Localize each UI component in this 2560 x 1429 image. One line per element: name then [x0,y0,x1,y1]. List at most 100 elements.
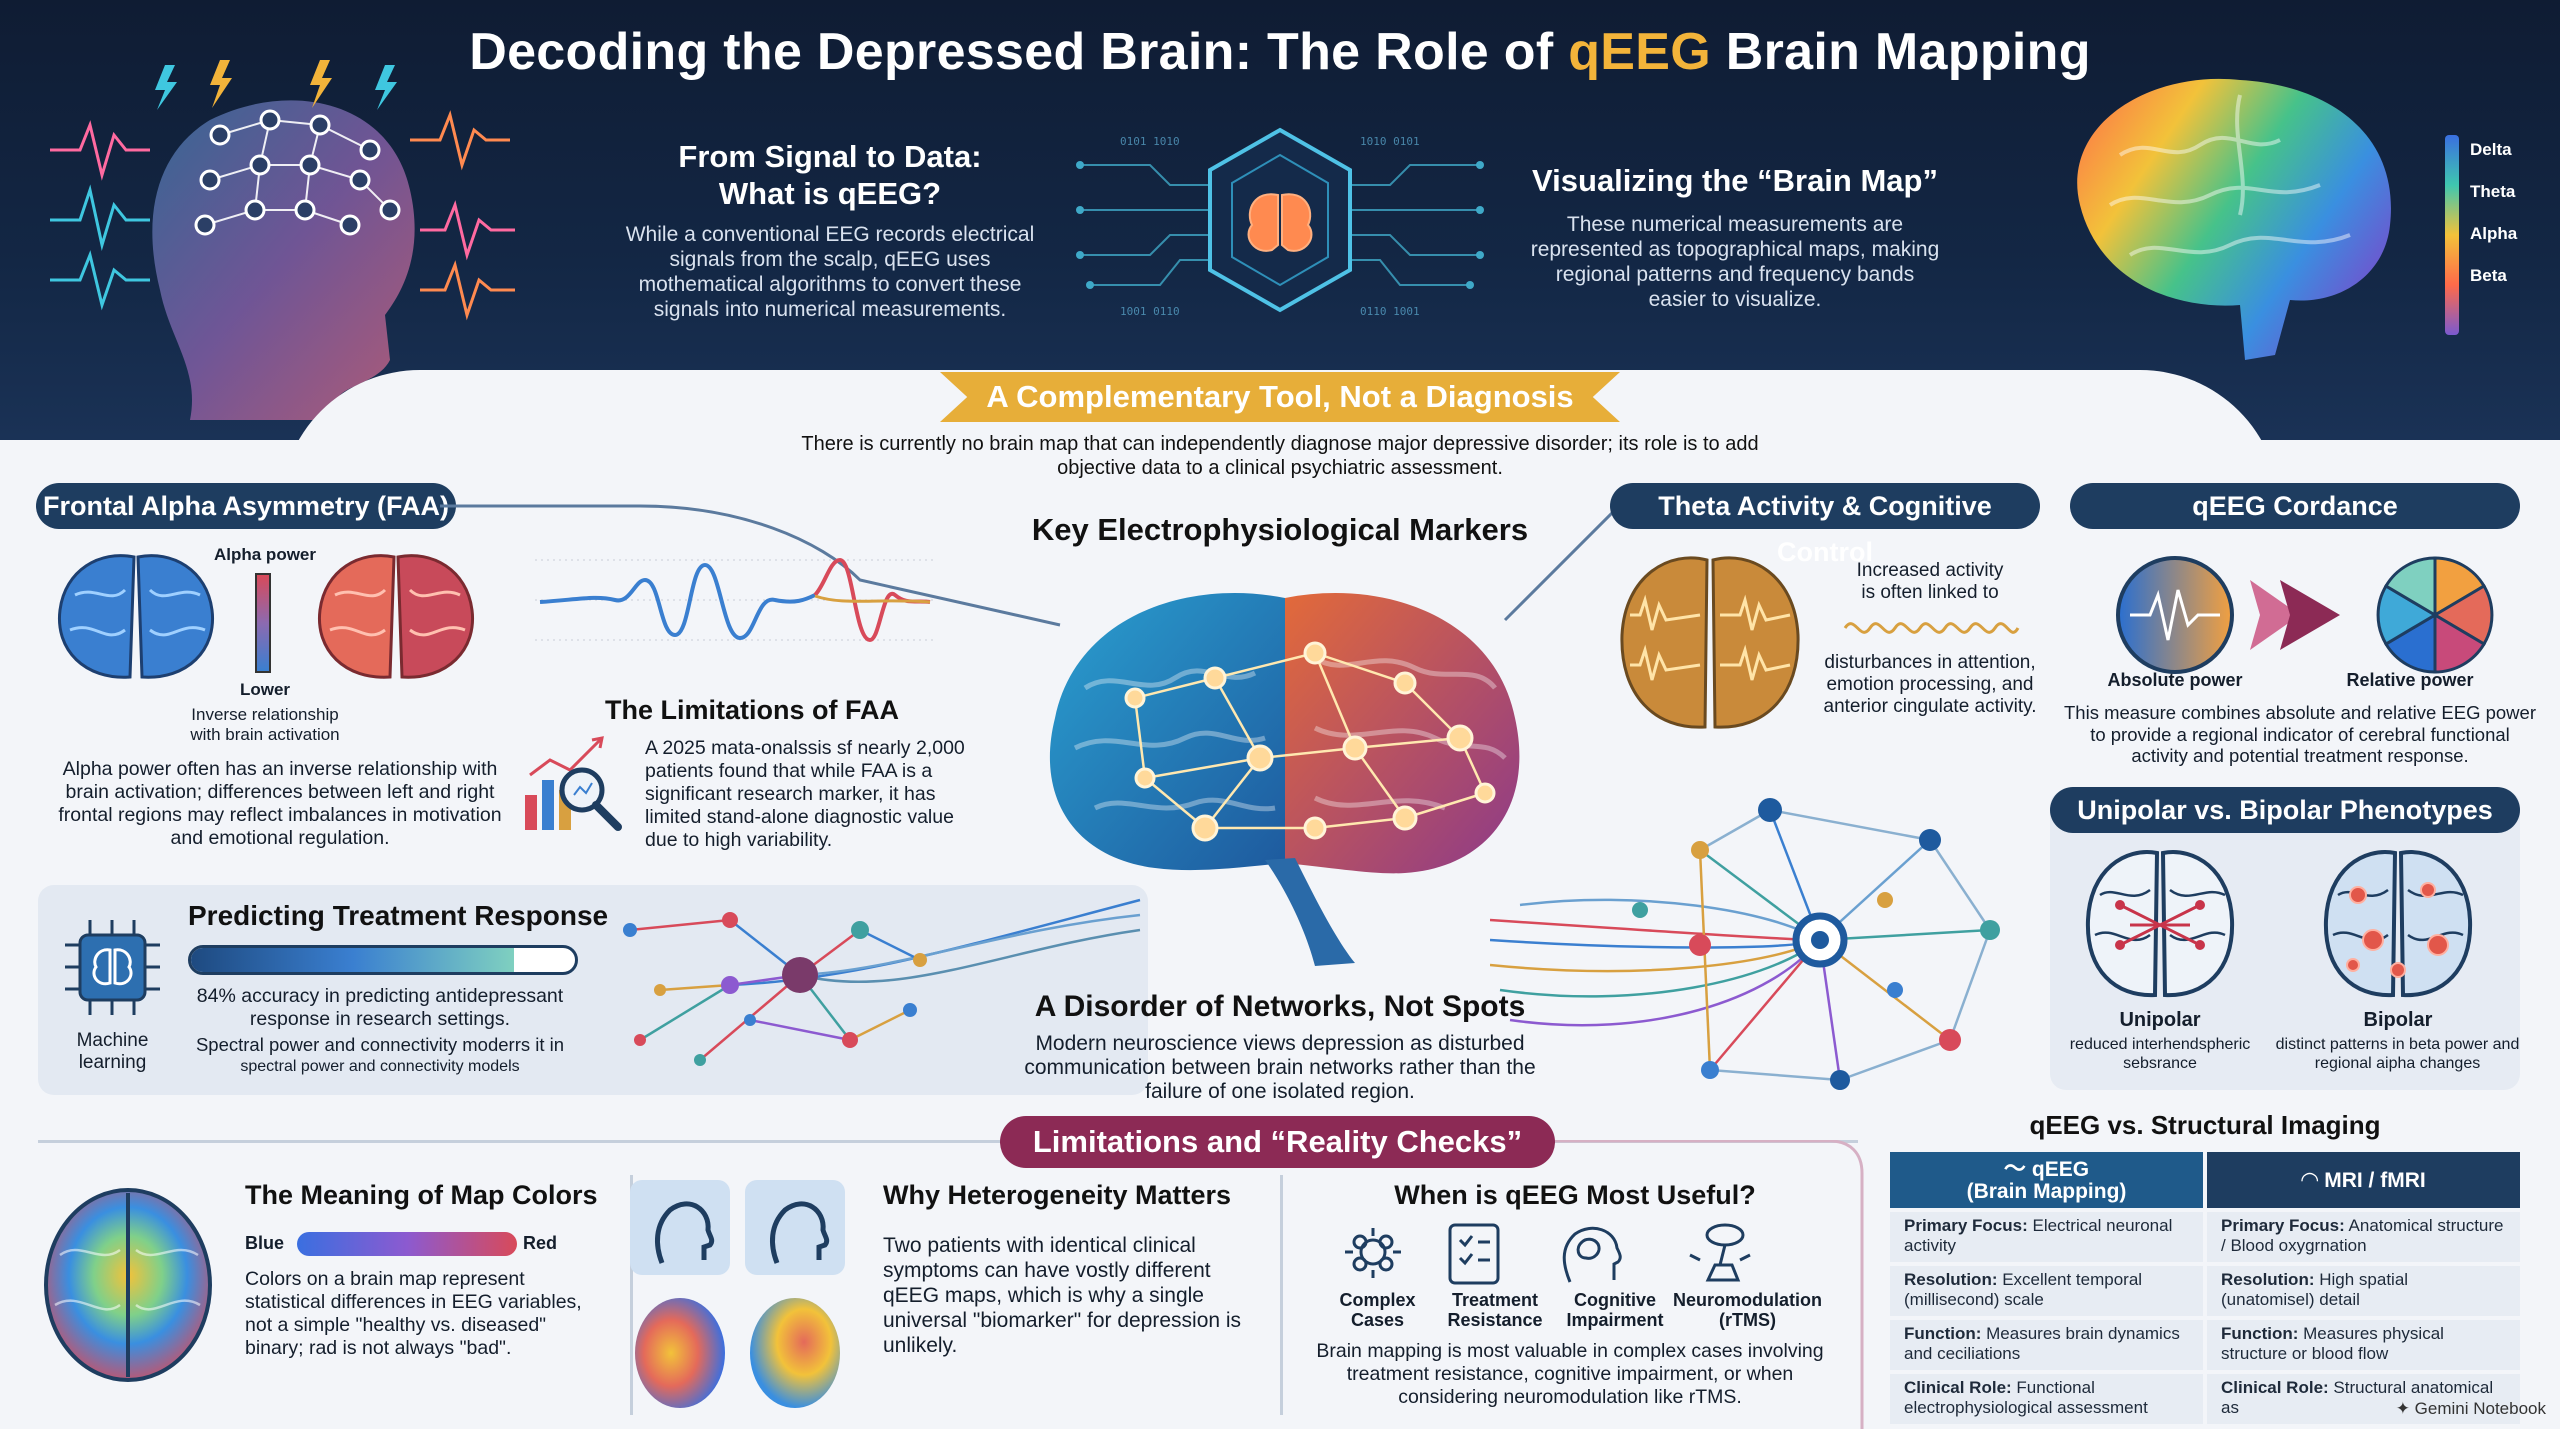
useful-title: When is qEEG Most Useful? [1394,1180,1756,1210]
relative-power-label: Relative power [2346,670,2474,690]
legend-alpha: Alpha [2470,224,2518,243]
svg-text:0110 1001: 0110 1001 [1360,305,1420,318]
red-brain-icon [317,554,475,679]
svg-text:1010 0101: 1010 0101 [1360,135,1420,148]
prediction-note: Spectral power and connectivity moderrs … [195,1034,565,1055]
table-cell: Clinical Role: Functional electrophysiol… [1890,1374,2203,1424]
useful-body: Brain mapping is most valuable in comple… [1316,1340,1824,1408]
page-title: Decoding the Depressed Brain: The Role o… [0,22,2560,82]
network-body: Modern neuroscience views depression as … [1024,1032,1536,1103]
theta-increased-label: Increased activity is often linked to [1856,560,2004,603]
unipolar-label: Unipolar [2119,1009,2201,1031]
patients-maps-icon [630,1180,845,1408]
blue-brain-icon [57,554,215,679]
absolute-power-label: Absolute power [2107,670,2243,690]
useful-treatment-resistance: Treatment Resistance [1447,1290,1543,1330]
treatment-resistance-icon [1448,1223,1500,1285]
useful-neuromodulation: Neuromodulation (rTMS) [1673,1290,1822,1330]
brain-map-body: These numerical measurements are represe… [1530,213,1940,311]
legend-beta: Beta [2470,266,2507,285]
watermark-text: Gemini Notebook [2414,1399,2546,1418]
table-row: Resolution: Excellent temporal (millisec… [1890,1266,2520,1316]
complementary-banner: A Complementary Tool, Not a Diagnosis [940,372,1620,422]
prediction-note-2: spectral power and connectivity models [240,1058,520,1075]
svg-text:1001 0110: 1001 0110 [1120,305,1180,318]
useful-complex-cases: Complex Cases [1339,1290,1416,1330]
prediction-title: Predicting Treatment Response [188,900,609,931]
gold-brain-icon [1620,556,1800,729]
title-highlight: qEEG [1568,23,1711,81]
faa-body: Alpha power often has an inverse relatio… [58,758,502,849]
legend-delta: Delta [2470,140,2512,159]
complex-cases-icon [1345,1228,1401,1278]
prediction-stat: 84% accuracy in predicting antidepressan… [196,985,564,1030]
cordance-title: qEEG Cordance [2070,483,2520,529]
table-cell: Resolution: Excellent temporal (millisec… [1890,1266,2203,1316]
alpha-power-scale [255,573,271,673]
accuracy-progress-bar [188,945,578,975]
header-banner: Decoding the Depressed Brain: The Role o… [0,0,2560,440]
mri-column-label: MRI / fMRI [2324,1168,2426,1192]
divider [630,1175,633,1415]
useful-icons [1345,1223,1751,1285]
notebook-icon: ✦ [2395,1399,2415,1418]
network-title: A Disorder of Networks, Not Spots [1034,990,1526,1023]
theta-body: disturbances in attention, emotion proce… [1823,652,2037,717]
useful-cognitive-impairment: Cognitive Impairment [1566,1290,1664,1330]
table-cell: Primary Focus: Electrical neuronal activ… [1890,1212,2203,1262]
theta-title: Theta Activity & Cognitive Control [1610,483,2040,567]
mri-column-header: ◠MRI / fMRI [2207,1152,2520,1208]
section-border [1452,1140,1864,1429]
neuromodulation-icon [1689,1223,1751,1282]
inverse-label: Inverse relationship with brain activati… [190,705,340,744]
faa-title: Frontal Alpha Asymmetry (FAA) [36,483,456,529]
machine-learning-label: Machine learning [76,1030,149,1073]
signal-heading: From Signal to Data: What is qEEG? [678,139,982,211]
brain-map-heading: Visualizing the “Brain Map” [1532,163,1938,198]
red-label: Red [523,1233,558,1253]
table-cell: Primary Focus: Anatomical structure / Bl… [2207,1212,2520,1262]
cognitive-impairment-icon [1562,1226,1622,1283]
table-row: Clinical Role: Functional electrophysiol… [1890,1374,2520,1424]
theta-wave-icon [1843,622,2020,634]
comparison-table: 〜qEEG (Brain Mapping) ◠MRI / fMRI Primar… [1886,1148,2524,1428]
head-scan-icon: ◠ [2301,1166,2319,1192]
heterogeneity-title: Why Heterogeneity Matters [883,1180,1232,1210]
svg-text:0101 1010: 0101 1010 [1120,135,1180,148]
heterogeneity-body: Two patients with identical clinical sym… [883,1234,1242,1357]
topographic-brain-illustration [2077,78,2391,360]
alpha-power-label: Alpha power [213,545,316,564]
title-text: Decoding the Depressed Brain: The Role o… [469,23,1569,81]
comparison-title: qEEG vs. Structural Imaging [2029,1110,2381,1140]
legend-theta: Theta [2470,182,2516,201]
table-cell: Function: Measures brain dynamics and ce… [1890,1320,2203,1370]
chip-brain-icon [65,920,160,1015]
network-graph-right [1490,798,2000,1090]
network-graph-left [623,898,1141,1066]
limitations-faa-title: The Limitations of FAA [605,695,899,725]
cordance-diagram [2116,556,2494,674]
central-brain-network [1049,593,1520,966]
bipolar-brain-icon [2323,850,2473,998]
heatmap-brain-icon [44,1188,212,1382]
table-row: Function: Measures brain dynamics and ce… [1890,1320,2520,1370]
table-row: Primary Focus: Electrical neuronal activ… [1890,1212,2520,1262]
cordance-body: This measure combines absolute and relat… [2064,702,2536,766]
qeeg-column-header: 〜qEEG (Brain Mapping) [1890,1152,2203,1208]
frequency-legend-bar [2445,135,2459,335]
title-text-end: Brain Mapping [1711,23,2091,81]
blue-red-scale [297,1232,517,1256]
table-cell: Function: Measures physical structure or… [2207,1320,2520,1370]
wave-icon: 〜 [2003,1155,2026,1181]
table-cell: Clinical Role: Structural anatomical as [2207,1374,2520,1424]
bipolar-label: Bipolar [2363,1009,2433,1031]
phenotypes-title: Unipolar vs. Bipolar Phenotypes [2050,787,2520,833]
qeeg-column-label: qEEG (Brain Mapping) [1966,1157,2127,1203]
unipolar-desc: reduced interhendspheric sebsrance [2069,1036,2251,1072]
key-markers-title: Key Electrophysiological Markers [1031,512,1529,547]
brain-chip-icon: 0101 1010 1010 0101 1001 0110 0110 1001 [1076,127,1484,318]
prediction-panel [38,885,1148,1095]
accuracy-progress-fill [191,948,514,972]
watermark: ✦ Gemini Notebook [2396,1399,2546,1419]
complementary-text: There is currently no brain map that can… [801,433,1759,479]
